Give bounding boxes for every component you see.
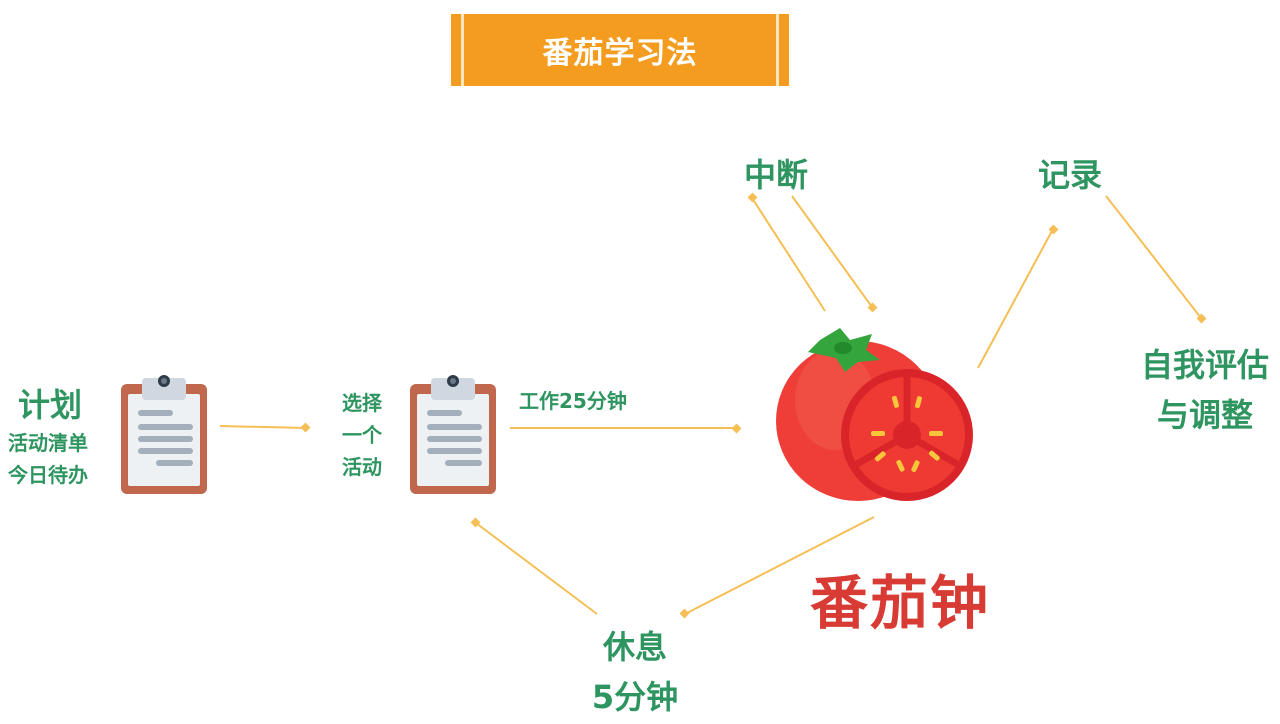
arrow-head (679, 608, 690, 619)
arrow-head (747, 192, 758, 203)
tomato-timer-label: 番茄钟 (809, 569, 990, 637)
page-title: 番茄学习法 (542, 36, 698, 71)
arrow-head (867, 302, 878, 313)
plan-line-1: 活动清单 (8, 431, 88, 455)
arrow-record-to-evaluate (1105, 195, 1202, 319)
plan-title: 计划 (18, 386, 83, 424)
arrow-plan-to-choose (219, 425, 306, 429)
arrow-head (470, 517, 481, 528)
banner-edge-right (776, 14, 779, 86)
arrow-tomato-to-rest (684, 516, 875, 615)
work-duration-label: 工作25分钟 (519, 389, 627, 413)
arrow-interrupt-out (751, 197, 826, 312)
clipboard-icon (121, 375, 207, 494)
rest-line-1: 休息 (602, 628, 667, 666)
clipboard-icon (410, 375, 496, 494)
interrupt-label: 中断 (744, 156, 809, 194)
choose-line-2: 一个 (342, 423, 382, 447)
title-banner: 番茄学习法 (451, 14, 789, 86)
rest-line-2: 5分钟 (591, 678, 679, 716)
banner-edge-left (461, 14, 464, 86)
arrow-rest-to-choose (475, 522, 598, 615)
arrow-head (1196, 313, 1207, 324)
plan-line-2: 今日待办 (8, 463, 88, 487)
evaluate-line-1: 自我评估 (1140, 346, 1269, 384)
arrow-head (1048, 224, 1059, 235)
record-label: 记录 (1038, 156, 1103, 194)
arrow-head (300, 422, 311, 433)
choose-line-3: 活动 (342, 455, 382, 479)
choose-line-1: 选择 (342, 391, 382, 415)
evaluate-line-2: 与调整 (1156, 396, 1253, 434)
arrow-head (731, 423, 742, 434)
arrow-interrupt-in (791, 195, 873, 308)
tomato-icon (776, 328, 973, 501)
arrow-tomato-to-record (977, 228, 1054, 369)
